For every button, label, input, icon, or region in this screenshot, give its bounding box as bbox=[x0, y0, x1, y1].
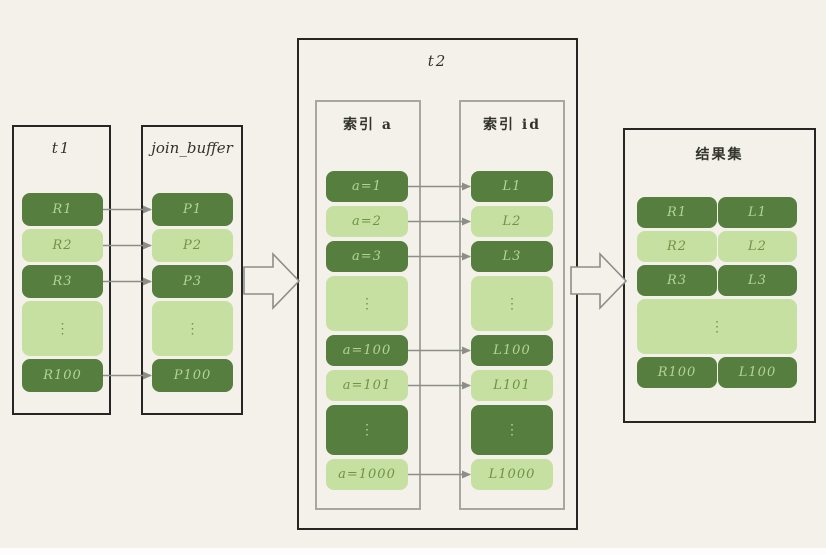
index-a-box: 索引 a a=1 a=2 a=3 ⋮ a=100 a=101 ⋮ a=1000 bbox=[315, 100, 421, 510]
result-title: 结果集 bbox=[695, 147, 744, 163]
t2-title: t2 bbox=[427, 52, 448, 70]
t1-title: t1 bbox=[51, 139, 72, 157]
index-a-block-a=3: a=3 bbox=[326, 241, 408, 272]
join-buffer-block-P3: P3 bbox=[152, 265, 233, 298]
index-id-block-L2: L2 bbox=[471, 206, 553, 237]
result-block-L2: L2 bbox=[718, 231, 797, 262]
flow-arrow-t2-to-result bbox=[570, 252, 628, 310]
index-id-block-L1000: L1000 bbox=[471, 459, 553, 490]
result-block-R3: R3 bbox=[637, 265, 717, 296]
result-block-R1: R1 bbox=[637, 197, 717, 228]
flow-arrow-buffer-to-t2 bbox=[243, 252, 301, 310]
index-id-block-dots: ⋮ bbox=[471, 405, 553, 455]
result-block-R100: R100 bbox=[637, 357, 717, 388]
index-a-block-dots: ⋮ bbox=[326, 276, 408, 331]
result-block-L100: L100 bbox=[718, 357, 797, 388]
result-block-L3: L3 bbox=[718, 265, 797, 296]
index-id-block-dots: ⋮ bbox=[471, 276, 553, 331]
index-a-block-a=1: a=1 bbox=[326, 171, 408, 202]
join-buffer-block-P1: P1 bbox=[152, 193, 233, 226]
t1-block-R1: R1 bbox=[22, 193, 103, 226]
join-buffer-title: join_buffer bbox=[151, 139, 233, 157]
t1-block-dots: ⋮ bbox=[22, 301, 103, 356]
result-block-dots: ⋮ bbox=[637, 299, 797, 354]
index-id-block-L101: L101 bbox=[471, 370, 553, 401]
t1-block-R3: R3 bbox=[22, 265, 103, 298]
join-buffer-block-P2: P2 bbox=[152, 229, 233, 262]
t1-block-R100: R100 bbox=[22, 359, 103, 392]
result-block-R2: R2 bbox=[637, 231, 717, 262]
t2-box: t2 索引 a a=1 a=2 a=3 ⋮ a=100 a=101 ⋮ a=1000 索引 i… bbox=[297, 38, 578, 530]
index-a-title: 索引 a bbox=[343, 117, 393, 133]
t1-block-R2: R2 bbox=[22, 229, 103, 262]
index-a-block-a=2: a=2 bbox=[326, 206, 408, 237]
result-block-L1: L1 bbox=[718, 197, 797, 228]
index-id-block-L100: L100 bbox=[471, 335, 553, 366]
join-buffer-block-P100: P100 bbox=[152, 359, 233, 392]
join-buffer-block-dots: ⋮ bbox=[152, 301, 233, 356]
index-id-title: 索引 id bbox=[483, 117, 541, 133]
index-a-rows: a=1 a=2 a=3 ⋮ a=100 a=101 ⋮ a=1000 bbox=[326, 171, 408, 490]
index-a-block-dots: ⋮ bbox=[326, 405, 408, 455]
index-a-block-a=100: a=100 bbox=[326, 335, 408, 366]
index-a-block-a=101: a=101 bbox=[326, 370, 408, 401]
index-a-block-a=1000: a=1000 bbox=[326, 459, 408, 490]
bottom-strip bbox=[0, 548, 826, 555]
index-id-block-L1: L1 bbox=[471, 171, 553, 202]
index-id-block-L3: L3 bbox=[471, 241, 553, 272]
